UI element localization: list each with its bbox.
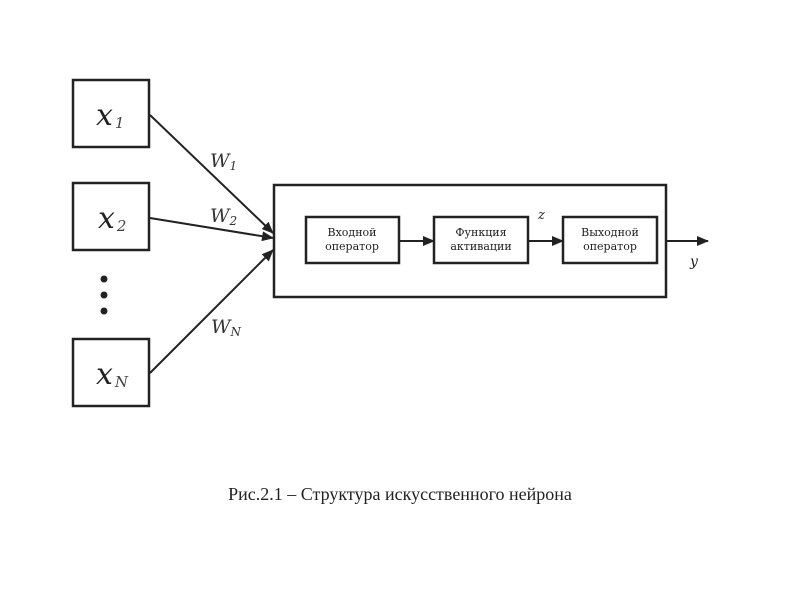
weight-arrow-2 xyxy=(149,217,274,242)
input-box-1 xyxy=(71,78,151,149)
activation-function-block xyxy=(432,215,530,265)
input-operator-line2: оператор xyxy=(325,240,379,253)
weight-label-2: W2 xyxy=(210,205,237,228)
weight-label-n: WN xyxy=(211,316,242,339)
intermediate-label-z: z xyxy=(537,208,545,223)
weight-label-1: W1 xyxy=(210,150,237,173)
weight-arrow-1 xyxy=(149,114,274,234)
figure-caption: Рис.2.1 – Структура искусственного нейро… xyxy=(228,484,572,504)
output-operator-block xyxy=(561,215,659,265)
output-operator-line2: оператор xyxy=(583,240,637,253)
input-operator-block xyxy=(304,215,401,265)
ellipsis-dots xyxy=(100,275,108,315)
activation-function-line2: активации xyxy=(450,240,511,253)
activation-function-line1: Функция xyxy=(455,226,506,239)
output-label-y: y xyxy=(689,254,699,270)
weight-arrow-n xyxy=(149,249,274,374)
input-operator-line1: Входной xyxy=(328,226,377,239)
input-box-2 xyxy=(71,181,151,252)
output-operator-line1: Выходной xyxy=(581,226,639,239)
input-box-n xyxy=(71,337,151,408)
